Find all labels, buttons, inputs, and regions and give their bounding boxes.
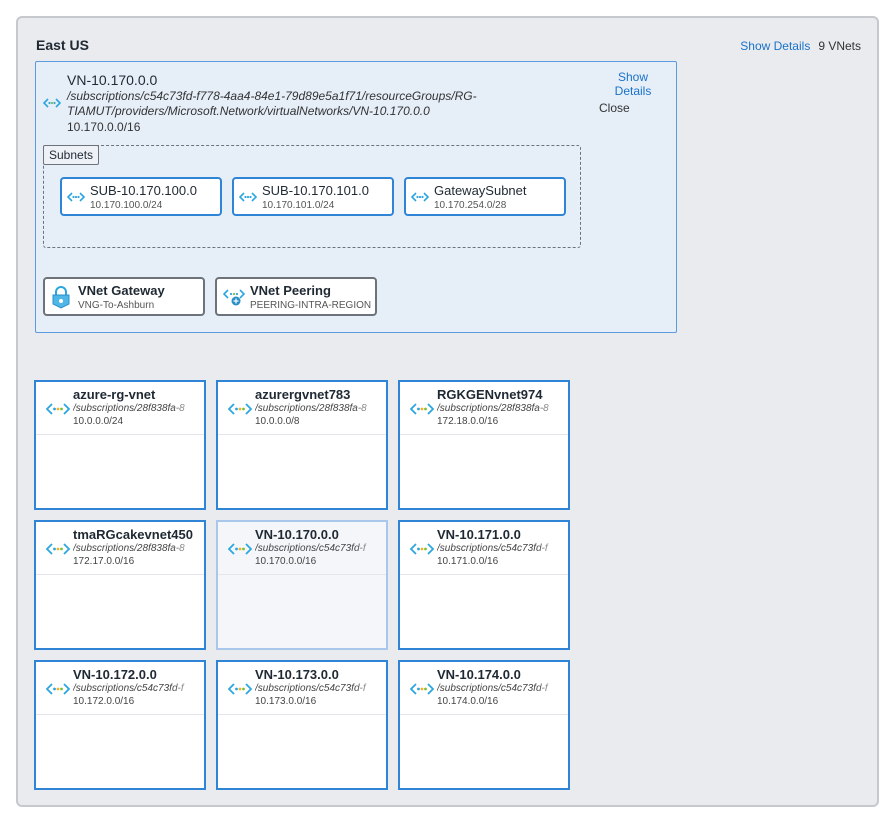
- region-panel: East US Show Details 9 VNets VN-10.170.0…: [16, 16, 879, 807]
- detail-close-button[interactable]: Close: [599, 101, 630, 115]
- region-show-details-link[interactable]: Show Details: [740, 39, 811, 53]
- vnet-name: VN-10.173.0.0: [255, 667, 339, 682]
- peering-title: VNet Peering: [250, 283, 331, 298]
- subnet-icon: [410, 190, 430, 208]
- detail-vnet-name: VN-10.170.0.0: [67, 72, 158, 88]
- vnet-icon: [409, 682, 435, 701]
- vnet-card[interactable]: VN-10.170.0.0/subscriptions/c54c73fd-f 10…: [216, 520, 388, 650]
- vnet-name: VN-10.174.0.0: [437, 667, 521, 682]
- vnet-card-header: azure-rg-vnet/subscriptions/28f838fa-8 10…: [36, 382, 204, 435]
- vnet-cidr: 172.17.0.0/16: [73, 556, 135, 567]
- detail-show-details-link[interactable]: Show Details: [614, 70, 652, 98]
- vnet-card-header: azurergvnet783/subscriptions/28f838fa-8 1…: [218, 382, 386, 435]
- vnet-path: /subscriptions/28f838fa-8: [73, 543, 185, 554]
- vnet-icon: [227, 402, 253, 421]
- subnet-name: SUB-10.170.101.0: [262, 183, 369, 198]
- vnet-detail-panel: VN-10.170.0.0 /subscriptions/c54c73fd-f7…: [35, 61, 677, 333]
- vnet-path: /subscriptions/c54c73fd-f: [437, 683, 548, 694]
- vnet-cidr: 10.174.0.0/16: [437, 696, 499, 707]
- vnet-name: azurergvnet783: [255, 387, 351, 402]
- subnet-card[interactable]: SUB-10.170.101.0 10.170.101.0/24: [232, 177, 394, 216]
- vnet-card-header: VN-10.174.0.0/subscriptions/c54c73fd-f 10…: [400, 662, 568, 715]
- vnet-card-header: VN-10.170.0.0/subscriptions/c54c73fd-f 10…: [218, 522, 386, 575]
- gateway-subtitle: VNG-To-Ashburn: [78, 300, 155, 311]
- vnet-card[interactable]: VN-10.171.0.0/subscriptions/c54c73fd-f 10…: [398, 520, 570, 650]
- vnet-icon: [45, 402, 71, 421]
- vnet-name: tmaRGcakevnet450: [73, 527, 193, 542]
- vnet-path: /subscriptions/c54c73fd-f: [73, 683, 184, 694]
- vnet-icon: [409, 542, 435, 561]
- gateway-title: VNet Gateway: [78, 283, 165, 298]
- vnet-card[interactable]: VN-10.173.0.0/subscriptions/c54c73fd-f 10…: [216, 660, 388, 790]
- vnet-card[interactable]: VN-10.172.0.0/subscriptions/c54c73fd-f 10…: [34, 660, 206, 790]
- vnet-cidr: 10.170.0.0/16: [255, 556, 317, 567]
- vnet-path: /subscriptions/28f838fa-8: [255, 403, 367, 414]
- peering-icon: [222, 285, 246, 312]
- detail-vnet-cidr: 10.170.0.0/16: [67, 120, 141, 134]
- vnet-card[interactable]: VN-10.174.0.0/subscriptions/c54c73fd-f 10…: [398, 660, 570, 790]
- vnet-name: RGKGENvnet974: [437, 387, 543, 402]
- vnet-card-header: VN-10.172.0.0/subscriptions/c54c73fd-f 10…: [36, 662, 204, 715]
- vnet-icon: [227, 542, 253, 561]
- vnet-name: azure-rg-vnet: [73, 387, 156, 402]
- subnet-cidr: 10.170.100.0/24: [90, 200, 163, 211]
- vnet-icon: [227, 682, 253, 701]
- vnet-cidr: 10.0.0.0/8: [255, 416, 300, 427]
- vnet-icon: [42, 96, 62, 114]
- subnet-card[interactable]: SUB-10.170.100.0 10.170.100.0/24: [60, 177, 222, 216]
- vnet-gateway-card[interactable]: VNet Gateway VNG-To-Ashburn: [43, 277, 205, 316]
- vnet-card[interactable]: RGKGENvnet974/subscriptions/28f838fa-8 17…: [398, 380, 570, 510]
- vnet-icon: [45, 542, 71, 561]
- vnet-path: /subscriptions/28f838fa-8: [73, 403, 185, 414]
- vnet-card[interactable]: azure-rg-vnet/subscriptions/28f838fa-8 10…: [34, 380, 206, 510]
- subnet-icon: [66, 190, 86, 208]
- lock-gateway-icon: [51, 285, 71, 314]
- vnet-path: /subscriptions/c54c73fd-f: [255, 543, 366, 554]
- subnet-name: GatewaySubnet: [434, 183, 527, 198]
- vnet-icon: [409, 402, 435, 421]
- vnet-cidr: 10.173.0.0/16: [255, 696, 317, 707]
- vnet-card-header: VN-10.171.0.0/subscriptions/c54c73fd-f 10…: [400, 522, 568, 575]
- detail-vnet-path: /subscriptions/c54c73fd-f778-4aa4-84e1-7…: [67, 89, 477, 118]
- vnet-cidr: 172.18.0.0/16: [437, 416, 499, 427]
- vnet-card-header: VN-10.173.0.0/subscriptions/c54c73fd-f 10…: [218, 662, 386, 715]
- vnet-path: /subscriptions/c54c73fd-f: [255, 683, 366, 694]
- vnet-icon: [45, 682, 71, 701]
- vnet-cidr: 10.171.0.0/16: [437, 556, 499, 567]
- subnets-label: Subnets: [43, 145, 100, 165]
- subnet-icon: [238, 190, 258, 208]
- region-title: East US: [36, 37, 89, 53]
- subnet-name: SUB-10.170.100.0: [90, 183, 197, 198]
- peering-subtitle: PEERING-INTRA-REGION: [250, 300, 372, 311]
- vnet-cidr: 10.172.0.0/16: [73, 696, 135, 707]
- vnet-path: /subscriptions/c54c73fd-f: [437, 543, 548, 554]
- region-actions: Show Details 9 VNets: [740, 39, 861, 53]
- vnet-card-header: RGKGENvnet974/subscriptions/28f838fa-8 17…: [400, 382, 568, 435]
- vnet-card[interactable]: tmaRGcakevnet450/subscriptions/28f838fa-…: [34, 520, 206, 650]
- vnet-card-header: tmaRGcakevnet450/subscriptions/28f838fa-…: [36, 522, 204, 575]
- vnet-path: /subscriptions/28f838fa-8: [437, 403, 549, 414]
- subnet-cidr: 10.170.101.0/24: [262, 200, 335, 211]
- vnet-name: VN-10.170.0.0: [255, 527, 339, 542]
- subnets-group: Subnets SUB-10.170.100.0 10.170.100.0/24…: [43, 145, 581, 248]
- vnet-card[interactable]: azurergvnet783/subscriptions/28f838fa-8 1…: [216, 380, 388, 510]
- subnet-cidr: 10.170.254.0/28: [434, 200, 507, 211]
- vnet-name: VN-10.172.0.0: [73, 667, 157, 682]
- subnet-card[interactable]: GatewaySubnet 10.170.254.0/28: [404, 177, 566, 216]
- vnet-peering-card[interactable]: VNet Peering PEERING-INTRA-REGION: [215, 277, 377, 316]
- vnet-count: 9 VNets: [818, 39, 861, 53]
- vnet-cidr: 10.0.0.0/24: [73, 416, 124, 427]
- vnet-name: VN-10.171.0.0: [437, 527, 521, 542]
